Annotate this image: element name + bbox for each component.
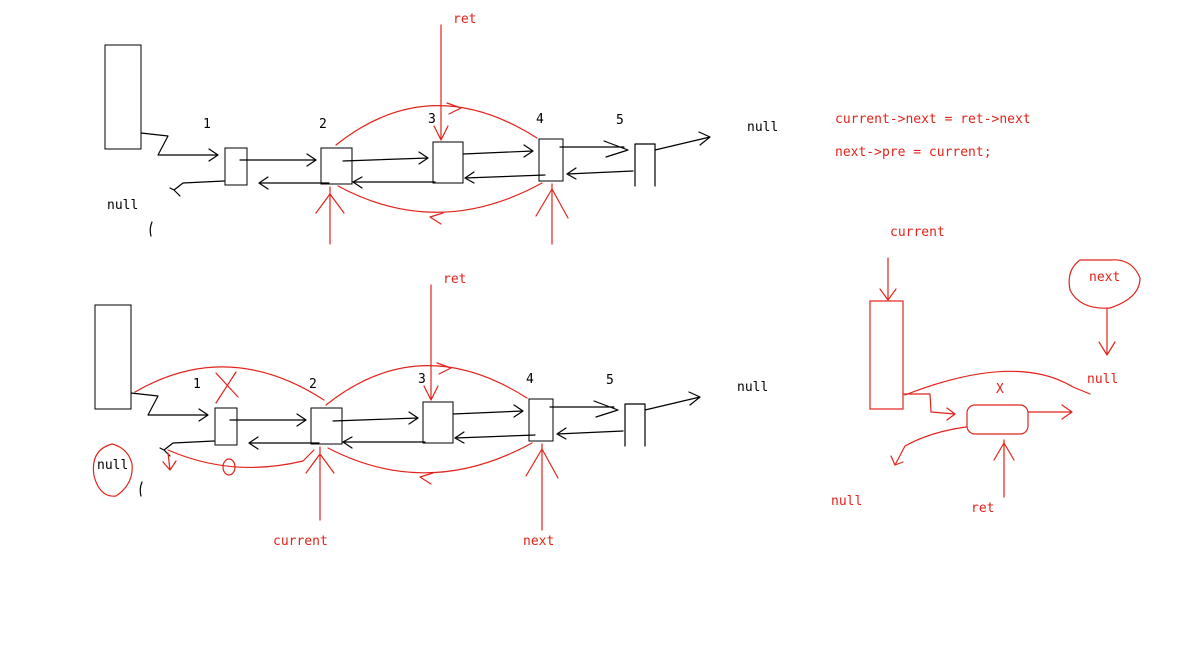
bypass-next-arrowhead — [436, 362, 452, 375]
next-arrow-3-4 — [452, 404, 524, 418]
ret-label: ret — [443, 272, 466, 287]
cross-mark: X — [996, 382, 1004, 397]
code-line-2: next->pre = current; — [835, 145, 992, 160]
node-1 — [214, 407, 238, 446]
pre-null-arrow — [162, 452, 177, 471]
node-number-4: 4 — [526, 372, 534, 387]
head-null-label: null — [107, 198, 138, 213]
current-label: current — [273, 534, 328, 549]
next-pointer-arrow — [525, 443, 559, 531]
ret-label: ret — [971, 501, 994, 516]
pointer-arrow-node-4 — [535, 183, 569, 245]
head-next-arrow — [130, 392, 209, 422]
node-4 — [528, 398, 554, 442]
stray-mark — [149, 221, 153, 237]
detail-diagram: current next null X null ret — [831, 225, 1141, 516]
node-number-5: 5 — [616, 113, 624, 128]
head-node — [94, 304, 132, 410]
head-bypass-curve — [134, 366, 325, 401]
node-4 — [538, 138, 564, 182]
node-1 — [224, 147, 248, 186]
next-arrow-5-null — [654, 131, 711, 151]
node-2 — [310, 407, 343, 445]
pre-arrow-3-2 — [352, 176, 436, 189]
node-number-1: 1 — [203, 117, 211, 132]
ret-pre-arrow — [890, 426, 967, 466]
node-5 — [624, 403, 646, 447]
top-diagram: 1 2 3 4 5 null null ret — [104, 12, 778, 245]
pre-arrow-5-4 — [556, 427, 624, 440]
ret-label: ret — [453, 12, 476, 27]
stray-mark — [139, 481, 143, 497]
next-arrow-1-2 — [229, 413, 307, 427]
head-null-label: null — [97, 458, 128, 473]
null-right-label: null — [1087, 372, 1118, 387]
head-node — [104, 44, 142, 150]
next-arrow-1-2 — [239, 153, 317, 167]
ret-node — [966, 404, 1029, 435]
bypass-next-curve — [335, 105, 538, 146]
cross-mark — [215, 371, 239, 404]
node-number-2: 2 — [309, 377, 317, 392]
next-arrow-3-4 — [462, 144, 534, 158]
bypass-pre-arrowhead — [419, 472, 434, 485]
current-pointer-arrow — [305, 446, 335, 521]
bypass-next-curve — [325, 365, 528, 406]
node-3 — [422, 401, 454, 444]
pre-arrow-4-3 — [454, 431, 536, 444]
bypass-pre-arrowhead — [429, 212, 444, 225]
next-arrow-5-null — [644, 391, 701, 411]
ret-next-arrow — [1027, 404, 1073, 420]
node-2 — [320, 147, 353, 185]
node-number-1: 1 — [193, 377, 201, 392]
next-label: next — [523, 534, 554, 549]
code-line-1: current->next = ret->next — [835, 112, 1031, 127]
bottom-diagram: 1 2 3 4 5 null null ret — [92, 272, 768, 549]
next-null-arrow — [1098, 307, 1116, 356]
current-node — [869, 300, 904, 410]
next-arrow-4-5 — [549, 400, 619, 418]
pre-arrow-4-3 — [464, 171, 546, 184]
node-3 — [432, 141, 464, 184]
pre-arrow-2-1 — [248, 436, 320, 450]
next-arrow-2-3 — [342, 151, 429, 165]
null-circle-mark — [92, 443, 133, 497]
tail-null-label: null — [747, 120, 778, 135]
pre-arrow-3-2 — [342, 436, 426, 449]
ret-pointer-arrow — [423, 284, 439, 401]
current-to-ret-arrow — [902, 393, 956, 421]
ret-pointer-arrow — [993, 439, 1015, 498]
tail-null-label: null — [737, 380, 768, 395]
bypass-next-arrowhead — [446, 102, 462, 115]
next-circle-mark — [1068, 259, 1141, 309]
null-left-label: null — [831, 494, 862, 509]
small-o-mark — [222, 458, 236, 476]
bypass-link-curve — [904, 370, 1091, 396]
node-number-3: 3 — [418, 372, 426, 387]
pre-arrow-5-4 — [566, 167, 634, 180]
node-number-5: 5 — [606, 373, 614, 388]
pointer-arrow-node-2 — [315, 186, 345, 245]
next-label: next — [1089, 270, 1120, 285]
node-number-2: 2 — [319, 117, 327, 132]
pre-arrow-2-1 — [258, 176, 330, 190]
ret-pointer-arrow — [433, 24, 449, 141]
next-arrow-4-5 — [559, 140, 629, 158]
node-number-4: 4 — [536, 112, 544, 127]
next-arrow-2-3 — [332, 411, 419, 425]
head-next-arrow — [140, 132, 219, 162]
pre-arrow-1-null — [169, 180, 225, 197]
node-number-3: 3 — [428, 112, 436, 127]
current-label: current — [890, 225, 945, 240]
node-5 — [634, 143, 656, 187]
bypass-pre-curve — [337, 182, 543, 213]
bypass-pre-curve — [327, 442, 533, 474]
current-pointer-arrow — [879, 257, 897, 301]
pre-bypass-curve — [167, 449, 315, 468]
